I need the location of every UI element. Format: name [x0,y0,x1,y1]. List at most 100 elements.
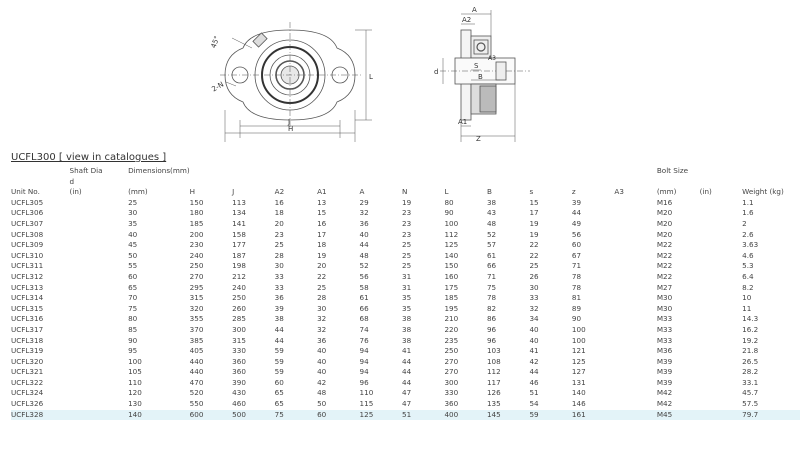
table-cell: z [571,187,576,197]
table-cell: 61 [359,293,369,303]
table-cell: 26.5 [742,356,759,366]
table-cell: 25 [402,261,412,271]
table-cell [614,336,656,347]
table-cell [487,177,530,188]
table-cell: 96 [486,324,497,334]
side-view [440,10,530,142]
table-cell [70,293,129,304]
table-cell: 300 [232,324,246,334]
table-cell: 195 [444,303,459,313]
table-cell [11,177,70,188]
table-cell [70,314,129,325]
table-cell: Bolt Size [656,166,689,175]
table-cell: 42 [529,356,539,366]
table-cell: 60 [274,377,284,387]
label-s: S [474,62,479,70]
table-cell: UCFL318 [11,335,44,345]
table-cell [70,251,129,262]
table-cell: 44 [402,367,412,377]
table-cell: 39 [274,303,284,313]
table-cell: M36 [656,346,673,356]
table-cell: 520 [189,388,204,398]
table-cell: 3.63 [742,240,759,250]
table-cell: 48 [486,218,497,228]
table-cell: 120 [128,388,142,398]
table-cell: 330 [232,346,246,356]
table-cell: 30 [317,303,327,313]
table-cell [700,261,742,272]
table-cell [614,219,656,230]
table-cell [232,166,275,177]
table-cell: B [486,187,492,197]
table-cell: 96 [486,335,497,345]
table-cell [614,166,656,177]
table-cell: 54 [529,399,539,409]
table-cell: M39 [656,367,673,377]
label-z: Z [476,135,481,143]
table-cell: 18 [317,240,327,250]
table-cell: 82 [486,303,497,313]
table-cell: 1.1 [742,197,754,207]
table-cell [317,177,359,188]
table-cell: UCFL305 [11,197,44,207]
table-cell: 131 [571,377,586,387]
table-cell: 52 [486,229,497,239]
table-cell [700,304,742,315]
table-cell: UCFL309 [11,240,44,250]
table-cell [700,166,742,177]
table-cell [614,314,656,325]
table-cell [614,357,656,368]
table-cell: 48 [359,250,369,260]
table-cell: 32 [529,303,539,313]
table-cell: 146 [571,399,586,409]
table-cell: 22 [529,250,539,260]
table-cell: M30 [656,293,673,303]
table-cell: 110 [128,377,142,387]
label-a3: A3 [488,55,496,62]
table-cell: 21.8 [742,346,759,356]
table-cell: 235 [444,335,459,345]
table-cell: 112 [444,229,459,239]
table-cell: 65 [128,282,138,292]
table-cell: H [189,187,196,197]
table-cell: M30 [656,303,673,313]
table-cell: 29 [359,197,369,207]
table-cell: 150 [189,197,204,207]
table-cell [529,177,571,188]
table-cell [487,166,530,177]
table-cell: 78 [571,271,582,281]
table-cell [444,177,487,188]
table-cell: 44 [571,208,582,218]
table-cell: 56 [359,271,369,281]
table-cell: M45 [656,409,700,421]
table-cell: 240 [232,282,246,292]
table-cell: UCFL317 [11,324,44,334]
table-cell [275,177,317,188]
table-cell: Dimensions(mm) [128,166,190,175]
table-cell: 150 [444,261,459,271]
view-in-catalogues-link[interactable]: UCFL300 [ view in catalogues ] [11,152,167,163]
table-cell: 67 [571,250,582,260]
table-cell [614,251,656,262]
table-cell: 23 [402,208,412,218]
table-cell: 41 [402,346,412,356]
technical-drawing: 45° 2-N L J H A A2 A3 d S B A1 Z [210,6,530,143]
table-cell: 100 [128,356,142,366]
table-cell: 34 [529,314,539,324]
table-cell: 65 [274,388,284,398]
table-cell: 140 [128,409,190,421]
table-cell: 30 [529,282,539,292]
table-cell: (mm) [128,187,148,197]
table-cell [700,388,742,399]
table-cell: 1.6 [742,208,754,218]
table-cell: 85 [128,324,138,334]
table-cell [70,336,129,347]
